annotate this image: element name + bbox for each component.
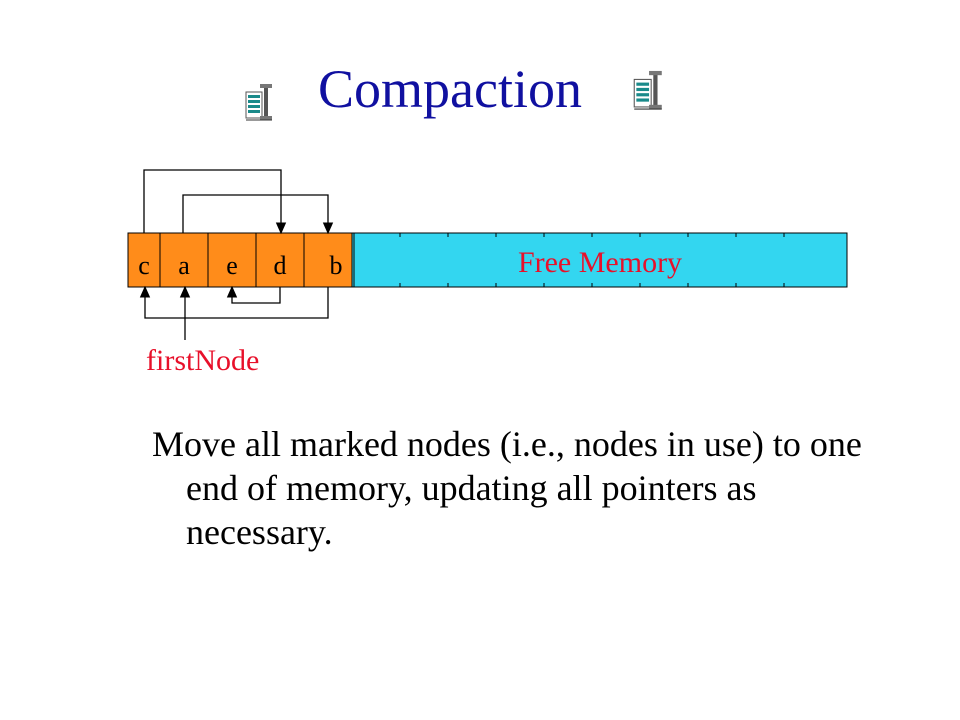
- node-cell: [127, 232, 161, 288]
- node-cell: [303, 232, 353, 288]
- compress-icon: [633, 70, 662, 110]
- pointer-arrow-d-to-e: [226, 285, 281, 304]
- pointer-arrow-b-to-c: [139, 285, 329, 319]
- body-text: Move all marked nodes (i.e., nodes in us…: [152, 424, 862, 552]
- pointer-arrow-c-to-d: [143, 169, 287, 235]
- free-memory-label: Free Memory: [518, 246, 682, 279]
- free-memory-ticks: [399, 233, 785, 287]
- free-memory-block: [351, 232, 848, 288]
- node-cells: [127, 232, 353, 288]
- node-cell: [255, 232, 305, 288]
- node-label: c: [138, 251, 150, 280]
- node-cell: [207, 232, 257, 288]
- first-node-label: firstNode: [146, 344, 259, 377]
- compress-icon: [245, 84, 272, 121]
- node-label: a: [178, 251, 190, 280]
- pointer-arrow-a-to-b: [182, 194, 334, 235]
- slide-title: Compaction: [318, 59, 582, 119]
- node-label: d: [274, 251, 287, 280]
- node-cell: [159, 232, 209, 288]
- node-label: b: [330, 251, 343, 280]
- node-label: e: [226, 251, 238, 280]
- node-labels: c a e d b: [138, 251, 342, 280]
